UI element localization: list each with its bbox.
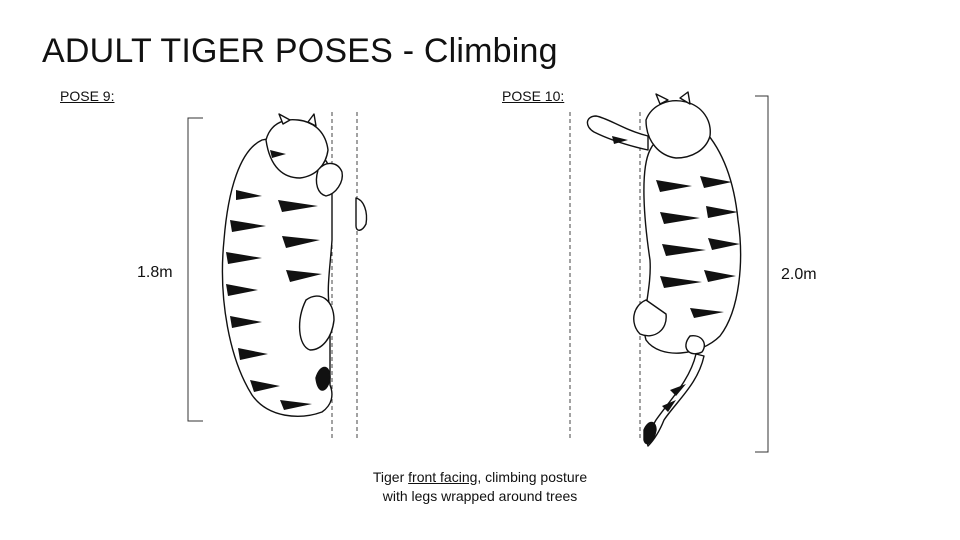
pose-10-tiger-illustration (586, 91, 742, 447)
pose-10-label: POSE 10: (502, 88, 565, 104)
caption-text-pre: Tiger (372, 469, 409, 485)
caption-front-facing: front facing (408, 469, 478, 485)
pose-caption: Tiger front facing, climbing posture wit… (300, 468, 660, 506)
pose-10-height-bracket (755, 95, 769, 453)
pose-9-height-bracket (187, 117, 203, 422)
caption-line-2: with legs wrapped around trees (382, 488, 578, 504)
caption-text-post: , climbing posture (477, 469, 588, 485)
pose-9-height: 1.8m (137, 264, 173, 281)
pose-9-label: POSE 9: (60, 88, 115, 104)
slide-title: ADULT TIGER POSES - Climbing (42, 32, 558, 70)
pose-10-height: 2.0m (781, 266, 817, 283)
pose-9-tiger-illustration (221, 113, 368, 417)
